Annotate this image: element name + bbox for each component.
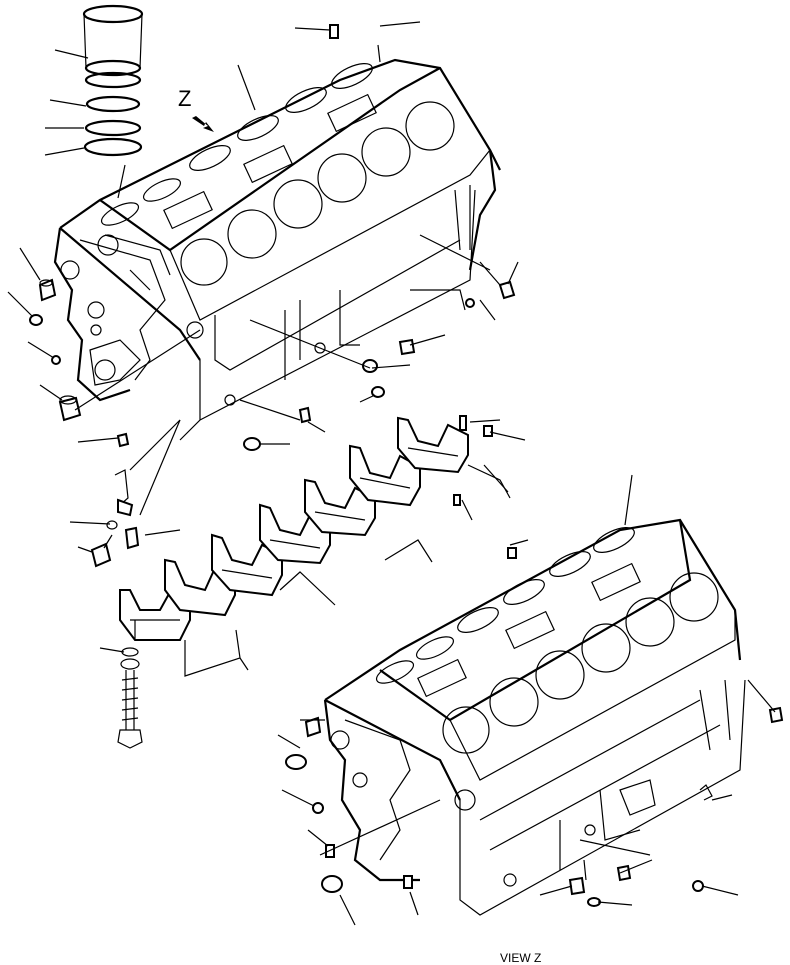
lower-plug-1 [304, 716, 322, 738]
plug-fitting-1 [38, 278, 57, 302]
bolt-left [90, 534, 113, 568]
leader-lines [7, 21, 776, 926]
seal-ring-1 [85, 95, 141, 113]
plug-fitting-8 [465, 298, 475, 308]
lower-dowel [507, 547, 517, 559]
seal-ring-2 [84, 119, 142, 137]
lower-plug-2 [285, 754, 307, 770]
lower-plug-6 [403, 875, 413, 889]
plug-fitting-7 [498, 280, 516, 300]
dowel-pin-2 [483, 425, 493, 437]
plug-fitting-10 [362, 359, 378, 373]
dowel-pin-3 [453, 494, 461, 506]
cylinder-block-upper [53, 58, 501, 441]
cylinder-liner [82, 4, 144, 89]
washer-small [106, 520, 118, 530]
view-marker-letter: Z [178, 86, 191, 111]
plug-fitting-4 [58, 395, 82, 422]
lower-plug-11 [768, 706, 784, 724]
lower-plug-10 [692, 880, 704, 892]
plug-fitting-13 [243, 437, 261, 451]
plug-small [124, 526, 140, 550]
plug-fitting-5 [116, 432, 130, 448]
main-cap-bolt [117, 647, 143, 749]
plug-fitting-12 [298, 406, 312, 424]
sensor-bracket [114, 469, 134, 517]
cylinder-block-lower [323, 518, 746, 916]
dowel-pin-1 [459, 415, 467, 431]
lower-plug-9 [616, 864, 632, 882]
plug-fitting-11 [371, 386, 385, 398]
main-bearing-cap-7 [397, 416, 469, 474]
view-caption: VIEW Z [500, 951, 541, 965]
view-direction-arrow [192, 116, 214, 132]
lower-plug-12 [699, 784, 713, 801]
plug-fitting-9 [398, 338, 416, 356]
lower-plug-7 [568, 876, 586, 896]
plug-fitting-2 [29, 314, 43, 326]
lower-plug-5 [321, 875, 343, 893]
plug-fitting-6 [329, 24, 339, 39]
seal-ring-3 [83, 137, 143, 157]
lower-plug-3 [312, 802, 324, 814]
